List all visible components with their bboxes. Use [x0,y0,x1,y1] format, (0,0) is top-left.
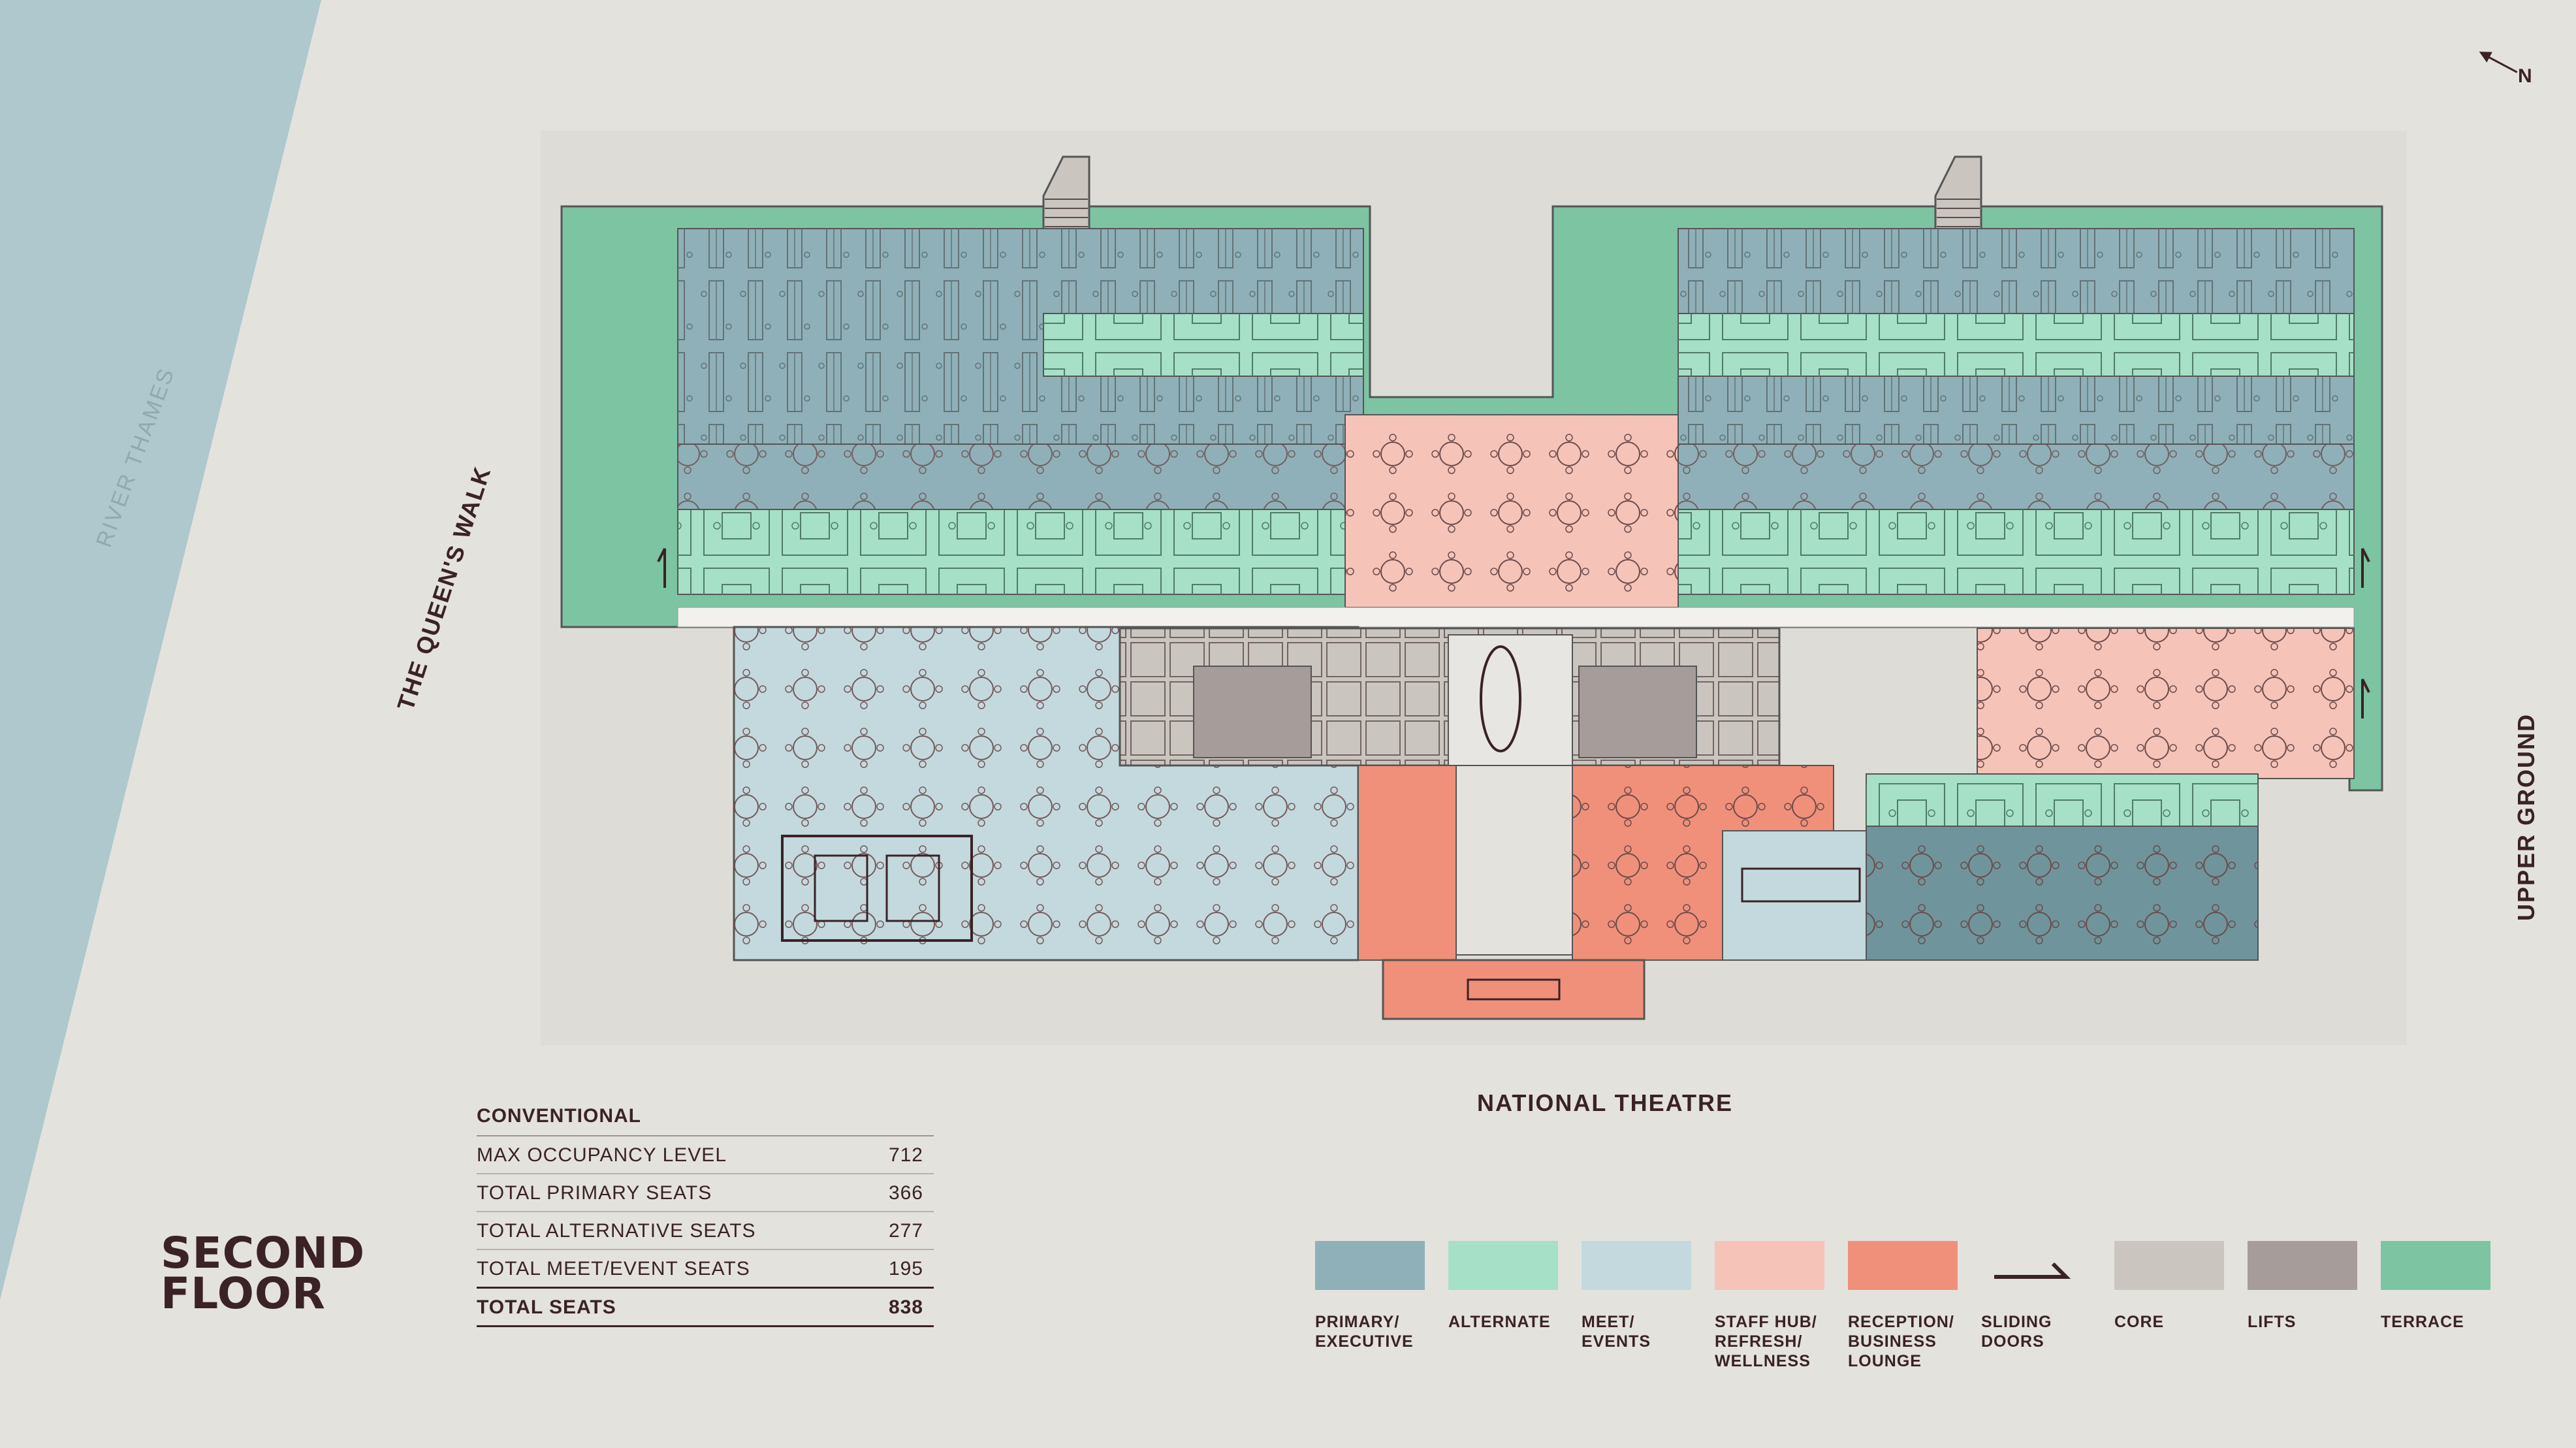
stat-label: TOTAL ALTERNATIVE SEATS [477,1220,756,1242]
legend-label-line: BUSINESS [1848,1332,1937,1351]
legend-label-line: LOUNGE [1848,1352,1922,1370]
legend-label: ALTERNATE [1448,1312,1559,1332]
legend-swatch [2114,1241,2224,1290]
legend-label: STAFF HUB/REFRESH/WELLNESS [1715,1312,1826,1371]
legend-swatch [1715,1241,1824,1290]
legend-swatch [1848,1241,1958,1290]
legend-item: STAFF HUB/REFRESH/WELLNESS [1715,1241,1826,1371]
legend-label-line: EXECUTIVE [1315,1332,1414,1351]
legend-label-line: STAFF HUB/ [1715,1313,1817,1331]
stat-total-label: TOTAL SEATS [477,1296,616,1318]
lifts-block-left [1193,666,1312,758]
legend-label-line: SLIDING [1981,1313,2052,1331]
floor-title-line2: FLOOR [161,1268,326,1319]
legend-label: TERRACE [2381,1312,2492,1332]
stat-row-total: TOTAL SEATS 838 [477,1287,934,1327]
stat-row: MAX OCCUPANCY LEVEL 712 [477,1136,934,1174]
lifts-block-right [1578,666,1697,758]
legend-label-line: LIFTS [2248,1313,2297,1331]
meet-zone-center-right [1722,830,1880,961]
stat-row: TOTAL ALTERNATIVE SEATS 277 [477,1212,934,1250]
legend-item: PRIMARY/EXECUTIVE [1315,1241,1426,1371]
stat-value: 195 [888,1258,923,1279]
legend-label-line: DOORS [1981,1332,2044,1351]
floor-title-line1: SECOND [161,1228,366,1278]
legend-item: TERRACE [2381,1241,2492,1371]
sliding-door-right [2361,548,2370,588]
national-theatre-label: NATIONAL THEATRE [1477,1089,1733,1116]
stat-value: 366 [888,1182,923,1204]
stat-row: TOTAL MEET/EVENT SEATS 195 [477,1250,934,1288]
sliding-door-left [657,548,666,588]
legend-label-line: ALTERNATE [1448,1313,1551,1331]
legend-label-line: RECEPTION/ [1848,1313,1954,1331]
legend-label: LIFTS [2248,1312,2359,1332]
legend-label: CORE [2114,1312,2225,1332]
legend-swatch [1315,1241,1425,1290]
legend-swatch [2248,1241,2357,1290]
stat-label: TOTAL PRIMARY SEATS [477,1182,712,1204]
legend-swatch [2381,1241,2490,1290]
legend-label-line: WELLNESS [1715,1352,1811,1370]
legend-label-line: REFRESH/ [1715,1332,1803,1351]
north-label: N [2518,65,2532,87]
reception-zone-bottom [1382,959,1646,1020]
legend-item: ALTERNATE [1448,1241,1559,1371]
stat-row: TOTAL PRIMARY SEATS 366 [477,1174,934,1212]
legend-item: MEET/EVENTS [1582,1241,1693,1371]
legend-label-line: EVENTS [1582,1332,1651,1351]
stat-label: TOTAL MEET/EVENT SEATS [477,1258,750,1279]
legend-swatch [1582,1241,1691,1290]
stat-total-value: 838 [888,1296,923,1318]
corridor [677,607,2355,628]
stat-value: 277 [888,1220,923,1242]
stat-value: 712 [888,1144,923,1166]
floor-title: SECOND FLOOR [161,1228,366,1319]
sliding-doors-icon [1981,1241,2091,1290]
legend-label-line: MEET/ [1582,1313,1635,1331]
atrium-void [1455,765,1573,956]
stats-heading: CONVENTIONAL [477,1105,934,1136]
legend-label: MEET/EVENTS [1582,1312,1693,1351]
legend-item: CORE [2114,1241,2225,1371]
seat-stats-table: CONVENTIONAL MAX OCCUPANCY LEVEL 712 TOT… [477,1105,934,1327]
legend-label: PRIMARY/EXECUTIVE [1315,1312,1426,1351]
legend-label-line: CORE [2114,1313,2165,1331]
stat-label: MAX OCCUPANCY LEVEL [477,1144,727,1166]
legend-label-line: TERRACE [2381,1313,2464,1331]
legend-swatch [1448,1241,1558,1290]
sliding-door-right-lower [2361,679,2370,718]
zone-legend: PRIMARY/EXECUTIVE ALTERNATE MEET/EVENTS STA… [1315,1241,2492,1371]
meet-room-large-left [781,835,973,942]
floor-plan [560,155,2383,1020]
upper-ground-label: UPPER GROUND [2513,713,2539,921]
legend-item: LIFTS [2248,1241,2359,1371]
legend-label-line: PRIMARY/ [1315,1313,1400,1331]
reception-zone-left [1358,765,1457,961]
